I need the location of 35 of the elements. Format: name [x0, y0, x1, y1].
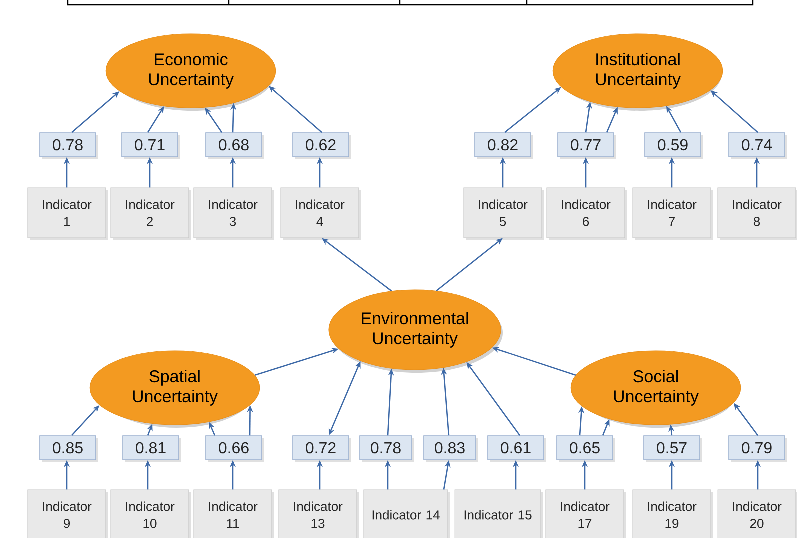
indicator-box: Indicator 4: [280, 188, 361, 240]
loading-box: 0.65: [556, 436, 615, 462]
indicator-box: Indicator 7: [632, 188, 713, 240]
loading-box: 0.82: [474, 132, 533, 159]
loading-box: 0.66: [206, 436, 264, 462]
indicator-box: Indicator 10: [110, 490, 191, 538]
indicator-box: Indicator 8: [718, 188, 797, 240]
loading-box: 0.71: [122, 132, 180, 159]
indicator-box: Indicator 19: [632, 490, 713, 538]
indicator-box: Indicator 2: [110, 188, 191, 240]
indicator-box: Indicator 17: [546, 490, 626, 538]
loading-box: 0.62: [292, 132, 351, 159]
loading-box: 0.61: [488, 436, 546, 462]
indicator-box: Indicator 1: [28, 188, 108, 240]
indicator-box: Indicator 20: [718, 490, 797, 538]
loading-box: 0.78: [360, 436, 414, 462]
loading-box: 0.57: [644, 436, 702, 462]
loading-box: 0.79: [728, 436, 787, 462]
loading-box: 0.85: [40, 436, 98, 462]
indicator-box: Indicator 14: [364, 490, 450, 538]
loading-box: 0.59: [644, 132, 703, 159]
loading-box: 0.77: [558, 132, 616, 159]
indicator-box: Indicator 3: [194, 188, 274, 240]
indicator-box: Indicator 6: [546, 188, 627, 240]
loading-box: 0.68: [206, 132, 264, 159]
loading-box: 0.72: [292, 436, 351, 462]
loading-box: 0.78: [40, 132, 98, 159]
indicator-box: Indicator 11: [194, 490, 274, 538]
loading-box: 0.81: [122, 436, 181, 462]
indicator-box: Indicator 5: [464, 188, 544, 240]
indicator-box: Indicator 9: [28, 490, 108, 538]
loading-box: 0.83: [424, 436, 478, 462]
indicator-box: Indicator 13: [278, 490, 359, 538]
loading-box: 0.74: [728, 132, 787, 159]
indicator-box: Indicator 15: [454, 490, 543, 538]
